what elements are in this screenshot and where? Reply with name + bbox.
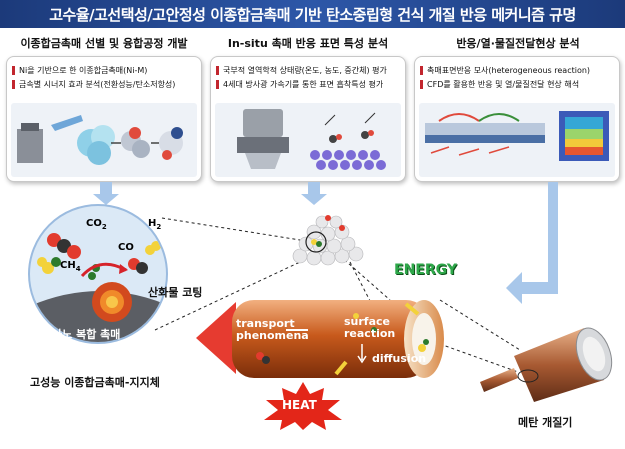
- heat-label: HEAT: [282, 398, 317, 412]
- in-situ-analysis-illustration: [215, 103, 401, 177]
- ch4-label: CH4: [60, 260, 81, 273]
- section-1-bullet-1: Ni을 기반으로 한 이종합금촉매(Ni-M): [7, 63, 201, 77]
- alloy-catalyst-illustration: [11, 103, 197, 177]
- section-1-bullet-2: 금속별 시너지 효과 분석(전환성능/탄소저항성): [7, 77, 201, 91]
- reformer-label: 메탄 개질기: [518, 416, 573, 429]
- section-3-card: 촉매표면반응 모사(heterogeneous reaction) CFD를 활…: [414, 56, 620, 182]
- diffusion-label: diffusion: [372, 352, 427, 365]
- methane-reformer-device: [480, 327, 613, 402]
- section-1-card: Ni을 기반으로 한 이종합금촉매(Ni-M) 금속별 시너지 효과 분석(전환…: [6, 56, 202, 182]
- section-3-title: 반응/열·물질전달현상 분석: [456, 37, 580, 50]
- heat-burst: [264, 382, 342, 430]
- diagram-title: 고수율/고선택성/고안정성 이종합금촉매 기반 탄소중립형 건식 개질 반응 메…: [49, 5, 576, 24]
- section-3-bullet-1: 촉매표면반응 모사(heterogeneous reaction): [415, 63, 619, 77]
- surface-reaction-label: surface reaction: [344, 315, 396, 340]
- catalyst-caption: 고성능 이종합금촉매-지지체: [30, 376, 160, 389]
- down-arrow-2: [301, 182, 327, 205]
- cfd-analysis-illustration: [419, 103, 615, 177]
- section-2-bullet-2: 4세대 방사광 가속기를 통한 표면 흡착특성 평가: [211, 77, 405, 91]
- section-1-title: 이종합금촉매 선별 및 융합공정 개발: [20, 37, 188, 50]
- energy-label: ENERGY: [394, 262, 457, 278]
- co2-label: CO2: [86, 218, 107, 231]
- oxide-coating-label: 산화물 코팅: [148, 286, 203, 299]
- section-3-bullet-2: CFD를 활용한 반응 및 열/물질전달 현상 해석: [415, 77, 619, 91]
- nano-catalyst-label: 나노 복합 촉매: [52, 328, 121, 341]
- catalyst-zoom-circle: [28, 204, 168, 344]
- section-2-card: 국부적 열역학적 상태량(온도, 농도, 중간체) 평가 4세대 방사광 가속기…: [210, 56, 406, 182]
- co-label: CO: [118, 242, 134, 253]
- transport-phenomena-label: transport phenomena: [236, 317, 309, 342]
- reactor-tube: [196, 300, 444, 378]
- h2-label: H2: [148, 218, 162, 231]
- particle-cluster: [292, 215, 364, 266]
- section-2-bullet-1: 국부적 열역학적 상태량(온도, 농도, 중간체) 평가: [211, 63, 405, 77]
- bent-arrow-3: [506, 182, 558, 304]
- down-arrow-1: [93, 182, 119, 205]
- title-banner: 고수율/고선택성/고안정성 이종합금촉매 기반 탄소중립형 건식 개질 반응 메…: [0, 0, 625, 28]
- section-2-title: In-situ 촉매 반응 표면 특성 분석: [227, 37, 389, 50]
